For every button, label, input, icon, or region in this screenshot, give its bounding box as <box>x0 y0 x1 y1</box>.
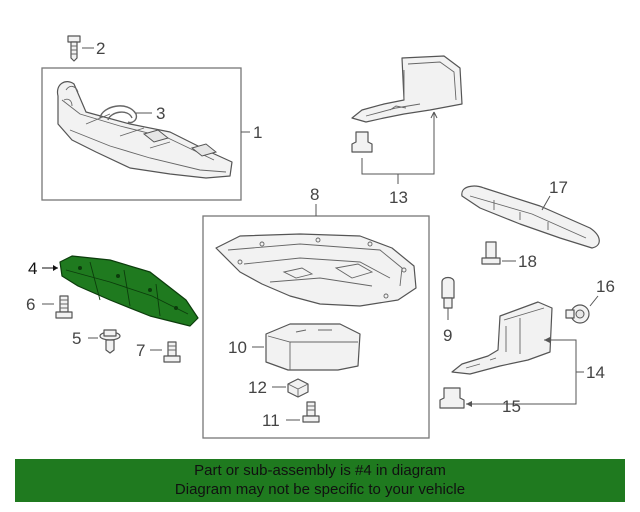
front-cover-17[interactable] <box>461 185 600 249</box>
callout-15: 15 <box>502 397 521 416</box>
bolt-18[interactable] <box>481 241 501 265</box>
callout-5: 5 <box>72 329 81 348</box>
callout-18: 18 <box>518 252 537 271</box>
callout-13: 13 <box>389 188 408 207</box>
part-1-frame <box>41 67 242 201</box>
engine-under-cover-side-13[interactable] <box>351 55 463 123</box>
clip-13[interactable] <box>351 131 373 153</box>
engine-under-cover-4[interactable] <box>59 255 199 327</box>
clip-9[interactable] <box>441 276 455 309</box>
notice-line-2: Diagram may not be specific to your vehi… <box>174 481 466 498</box>
callout-2: 2 <box>96 39 105 58</box>
bolt-7[interactable] <box>163 341 181 363</box>
parts-diagram: 3 1 2 13 17 18 16 8 <box>26 35 615 439</box>
callout-14: 14 <box>586 363 605 382</box>
callout-12: 12 <box>248 378 267 397</box>
bolt-11[interactable] <box>302 401 320 423</box>
clip-15[interactable] <box>439 387 465 409</box>
callout-10: 10 <box>228 338 247 357</box>
callout-7: 7 <box>136 341 145 360</box>
cover-10[interactable] <box>265 323 361 371</box>
bolt-6[interactable] <box>55 295 73 319</box>
callout-11: 11 <box>262 411 280 430</box>
fitment-notice-banner: Part or sub-assembly is #4 in diagram Di… <box>15 459 625 502</box>
callout-16: 16 <box>596 277 615 296</box>
clip-5[interactable] <box>99 329 121 354</box>
callout-9: 9 <box>443 326 452 345</box>
notice-line-1: Part or sub-assembly is #4 in diagram <box>194 462 446 479</box>
shield-14[interactable] <box>451 301 553 375</box>
nut-12[interactable] <box>287 378 309 398</box>
engine-under-cover-8[interactable] <box>215 233 417 307</box>
callout-8: 8 <box>310 185 319 204</box>
bolt-16[interactable] <box>565 304 590 324</box>
callout-17: 17 <box>549 178 568 197</box>
retainer-clip-3[interactable] <box>99 105 138 124</box>
callout-6: 6 <box>26 295 35 314</box>
callout-4: 4 <box>28 259 37 278</box>
radiator-support-cover[interactable] <box>56 81 233 179</box>
callout-1: 1 <box>253 123 262 142</box>
bolt-2[interactable] <box>67 35 81 62</box>
callout-3: 3 <box>156 104 165 123</box>
